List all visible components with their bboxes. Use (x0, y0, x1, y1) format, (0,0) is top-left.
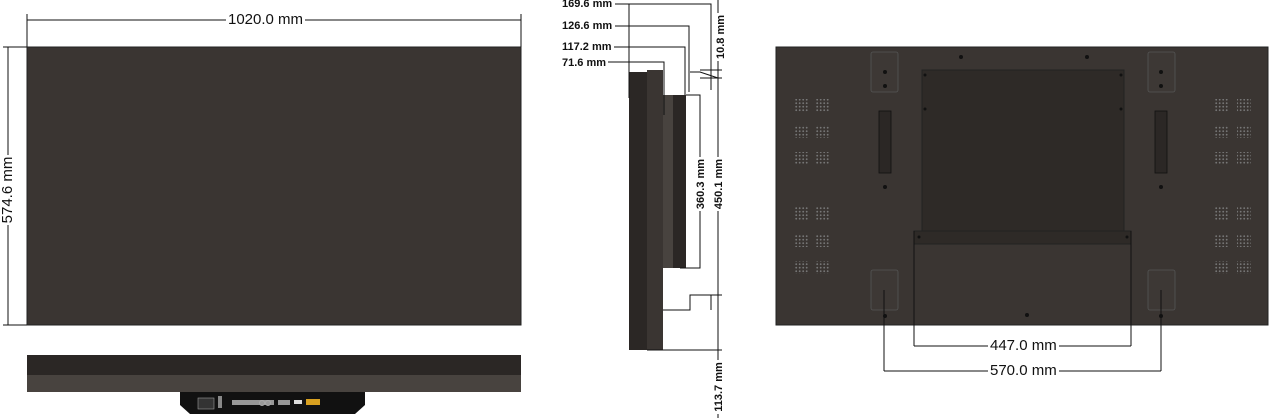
mount-height-label: 450.1 mm (713, 156, 725, 212)
depth-label-126: 126.6 mm (560, 19, 615, 33)
vesa-plate (921, 69, 1125, 244)
vent-grids (794, 99, 1251, 274)
screw-holes (883, 55, 1163, 318)
inner-mount-label: 447.0 mm (988, 337, 1059, 354)
bottom-view (27, 355, 521, 414)
depth-label-117: 117.2 mm (560, 40, 614, 54)
front-width-label: 1020.0 mm (226, 11, 306, 28)
gap-label: 10.8 mm (715, 12, 727, 62)
depth-label-71: 71.6 mm (560, 56, 609, 70)
bottom-offset-label: 113.7 mm (713, 360, 725, 414)
controller-module (663, 95, 673, 268)
front-height-label: 574.6 mm (0, 154, 16, 226)
module-height-label: 360.3 mm (695, 156, 707, 212)
back-view (775, 46, 1269, 372)
outer-mount-label: 570.0 mm (988, 362, 1059, 379)
depth-label-169: 169.6 mm (560, 0, 615, 11)
front-view (3, 14, 522, 326)
mount-brackets (870, 51, 1176, 311)
front-panel (26, 46, 522, 326)
